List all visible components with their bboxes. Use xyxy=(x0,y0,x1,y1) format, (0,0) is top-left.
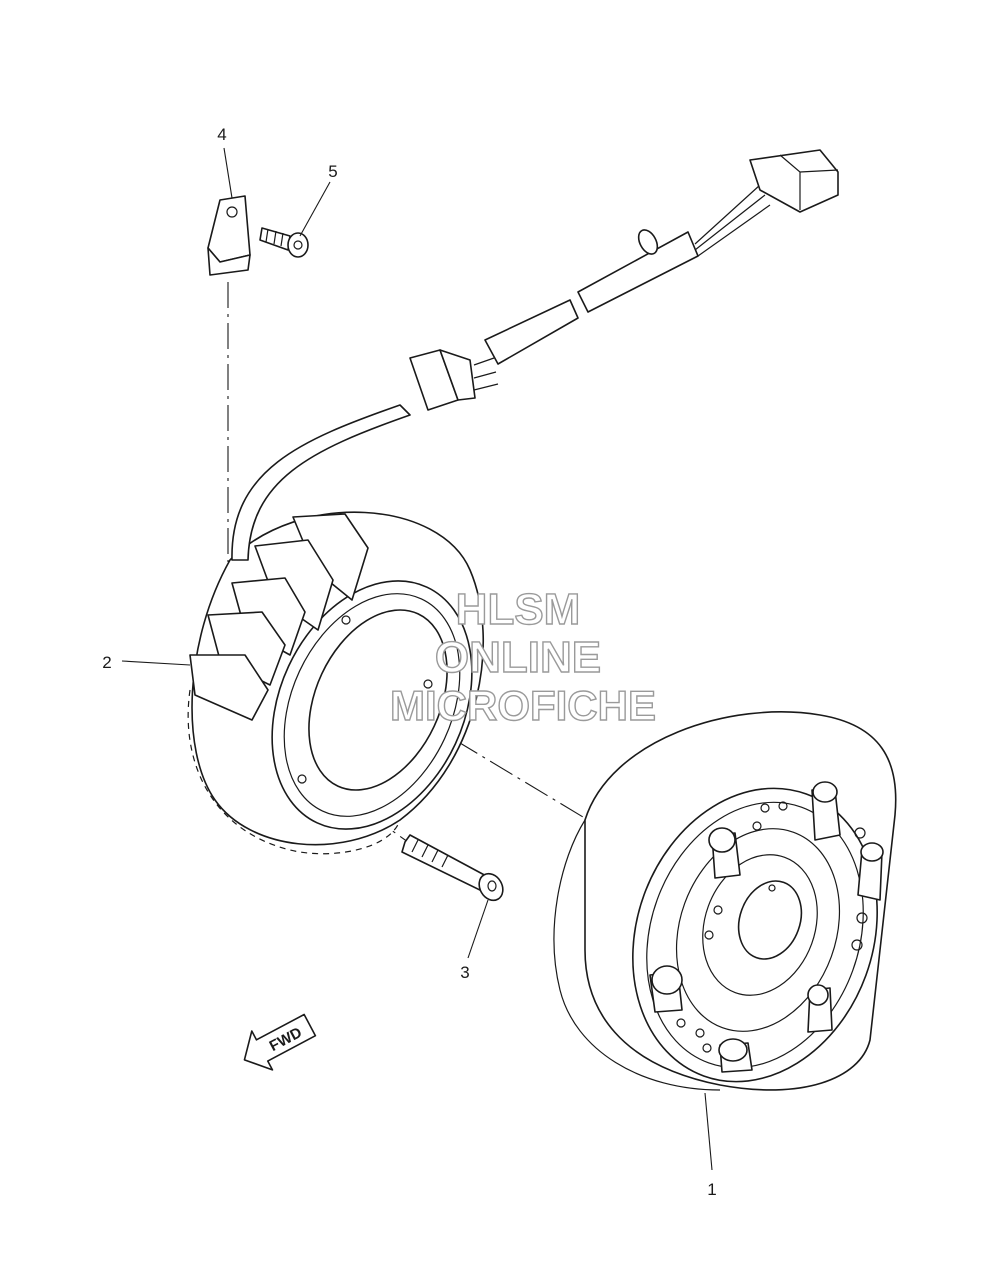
callout-4: 4 xyxy=(217,125,226,144)
callout-1: 1 xyxy=(707,1180,716,1199)
watermark-line-3: MICROFICHE xyxy=(390,682,656,729)
lead-wire-harness xyxy=(231,149,839,561)
watermark-line-1: HLSM xyxy=(456,585,581,634)
callout-2: 2 xyxy=(102,653,111,672)
callout-leaders xyxy=(121,147,713,1171)
stator-coil[interactable] xyxy=(187,511,510,861)
callout-5: 5 xyxy=(328,162,337,181)
watermark-line-2: ONLINE xyxy=(435,633,601,682)
stator-pole-teeth xyxy=(189,513,369,721)
wire-clamp[interactable] xyxy=(207,195,251,276)
rotor-holes xyxy=(676,801,868,1053)
stator-bolt[interactable] xyxy=(401,834,508,905)
callout-3: 3 xyxy=(460,963,469,982)
fwd-direction-arrow: FWD xyxy=(243,1013,317,1071)
watermark: HLSM ONLINE MICROFICHE xyxy=(389,584,656,729)
rotor-assembly[interactable] xyxy=(553,711,917,1116)
callout-numbers: 1 2 3 4 5 xyxy=(102,125,716,1199)
clamp-screw[interactable] xyxy=(259,227,309,258)
rotor-bosses xyxy=(649,781,884,1073)
